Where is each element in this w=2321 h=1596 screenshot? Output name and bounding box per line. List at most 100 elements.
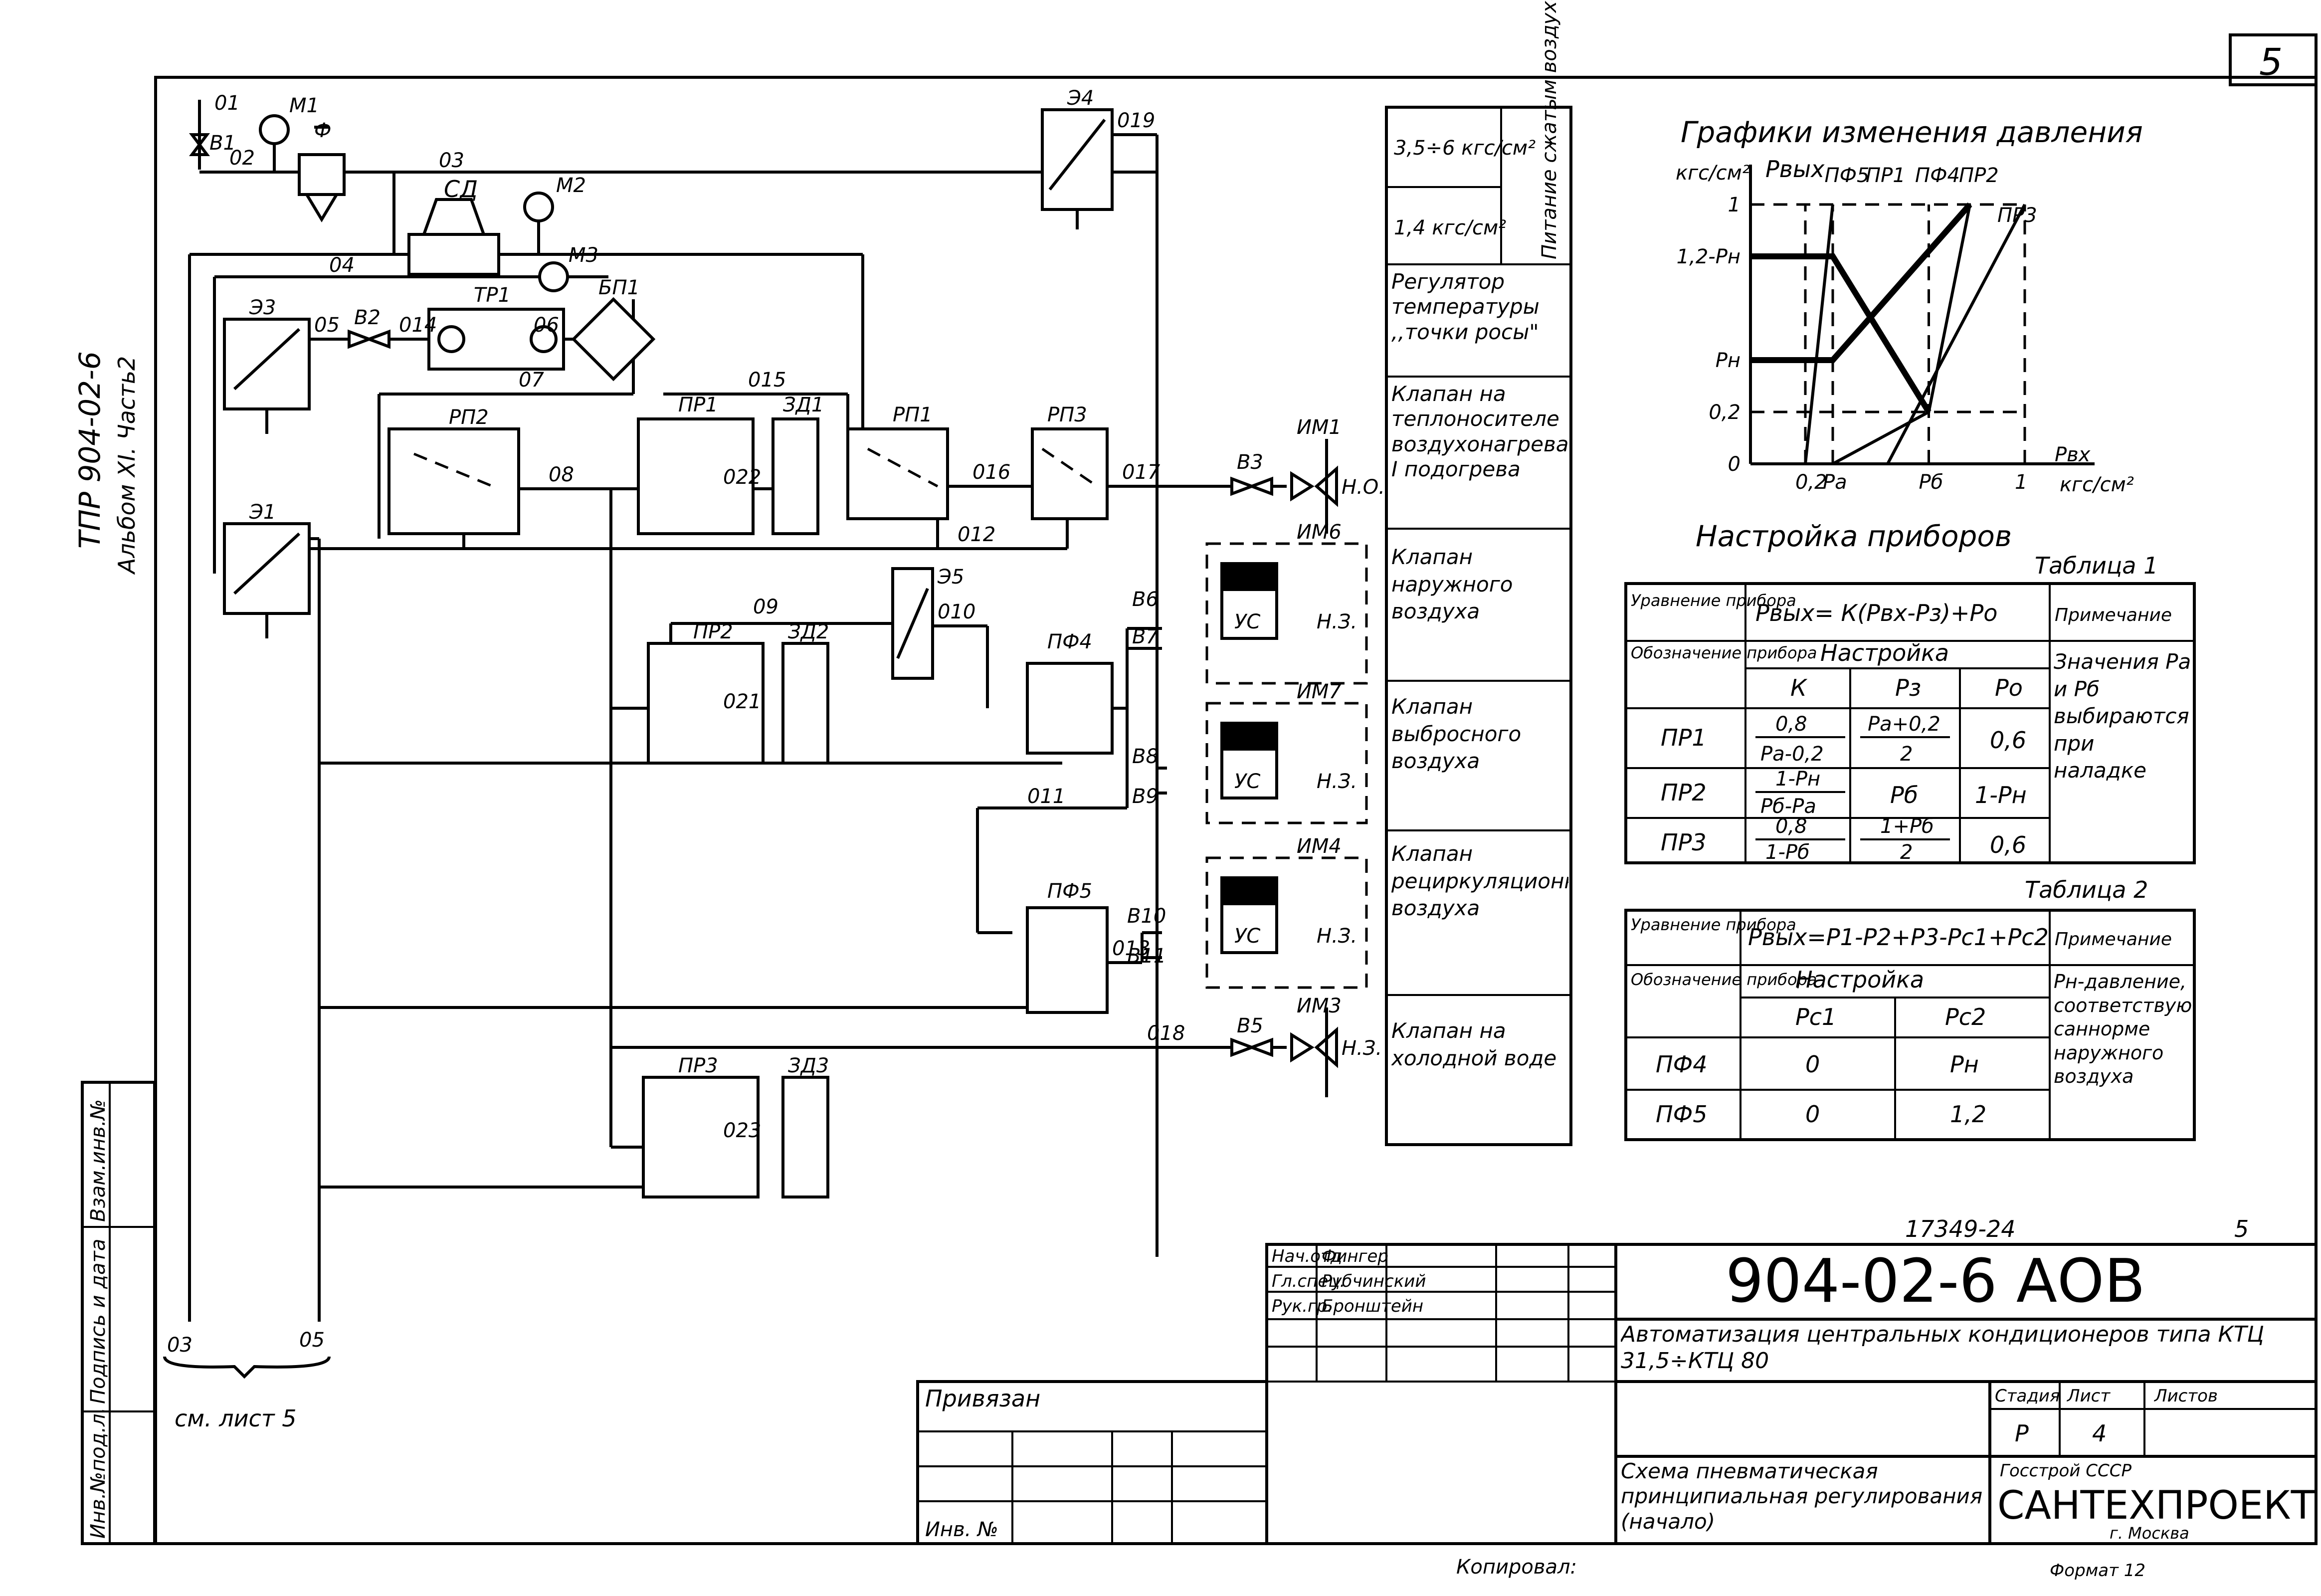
t1-row3-name: ПР3 [1661, 829, 1707, 856]
line-01-label: 01 [214, 92, 240, 115]
label-v3: В3 [1237, 451, 1263, 474]
setup-title: Настройка приборов [1696, 519, 2012, 553]
copied-label: Копировал: [1456, 1556, 1577, 1579]
label-im6: ИМ6 [1297, 521, 1342, 544]
t2-row2-name: ПФ5 [1656, 1101, 1707, 1128]
graph-series-2 [1750, 202, 1972, 363]
pressure-graph: Графики изменения давления кгс/см² Рвых … [1676, 115, 2143, 496]
t1-row1-name: ПР1 [1661, 724, 1707, 751]
drawing-title: Схема пневматическая принципиальная регу… [1621, 1459, 1983, 1534]
label-f: Ф [314, 119, 331, 142]
t2-note: Рн-давление, соответствующее саннорме на… [2054, 971, 2192, 1087]
t1-row3-k-den: 1-Рб [1765, 841, 1810, 864]
graph-x-tick-0: 0,2 [1795, 471, 1827, 494]
legend-column: 3,5÷6 кгс/см² 1,4 кгс/см² Питание сжатым… [1385, 0, 1572, 1146]
stage-label: Стадия [1995, 1386, 2060, 1406]
legend-pressure-high: 3,5÷6 кгс/см² [1394, 137, 1536, 160]
graph-series-3 [1832, 204, 1971, 465]
relay-pr1 [637, 417, 755, 535]
sheet-corner-number: 5 [2234, 1215, 2249, 1242]
project-title: Автоматизация центральных кондиционеров … [1621, 1322, 2264, 1374]
setter-zd1 [772, 417, 819, 535]
label-v6: В6 [1132, 588, 1159, 611]
line-019-label: 019 [1117, 109, 1155, 132]
see-sheet-note: см. лист 5 [175, 1405, 297, 1432]
graph-y-tick-3: 0,2 [1709, 401, 1741, 424]
legend-exhaust-valve: Клапан выбросного воздуха [1391, 694, 1522, 774]
gauge-m1 [259, 114, 290, 145]
pipelines [188, 100, 1287, 1322]
graph-y-tick-0: 1 [1728, 194, 1741, 216]
unit-bp1 [571, 297, 656, 382]
actuator-im3 [1290, 1032, 1315, 1063]
drawing-code: 904-02-6 АОВ [1726, 1247, 2145, 1316]
line-04-label: 04 [329, 254, 355, 277]
filter-f [298, 126, 346, 222]
t1-row2-po: 1-Рн [1975, 782, 2027, 808]
t1-row2-k-den: Рб-Ра [1760, 795, 1816, 818]
label-rp1: РП1 [893, 403, 933, 426]
t1-row1-po: 0,6 [1990, 727, 2026, 754]
labels: 01 02 03 04 05 06 07 08 09 010 011 012 0… [163, 87, 1385, 1432]
legend-dewpoint-regulator: Регулятор температуры ,,точки росы" [1391, 269, 1540, 344]
stamp-inv-label: Инв.№под.л. [87, 1407, 110, 1539]
t1-row2-name: ПР2 [1661, 779, 1707, 806]
sheets-label: Листов [2153, 1386, 2218, 1406]
bottom-ref-05: 05 [299, 1329, 325, 1352]
legend-cold-water-valve: Клапан на холодной воде [1391, 1018, 1557, 1070]
t2-row1-name: ПФ4 [1656, 1051, 1707, 1078]
name-1: Фингер [1322, 1246, 1388, 1266]
title-block: 17349-24 5 Нач.отд. Фингер Гл.спец. Рубч… [916, 1215, 2318, 1581]
graph-series-label-1: ПР1 [1866, 164, 1906, 187]
graph-x-unit: кгс/см² [2060, 473, 2134, 496]
graph-series-label-2: ПФ4 [1915, 164, 1960, 187]
label-zd2: ЗД2 [788, 620, 829, 643]
t1-equation: Рвых= К(Рвх-Рз)+Ро [1755, 599, 1997, 626]
graph-series-1 [1804, 204, 1834, 464]
sheet-number: 5 [2259, 41, 2283, 84]
graph-y-label: Рвых [1765, 156, 1825, 183]
sheet-number-box [2229, 33, 2318, 86]
bottom-ref-03: 03 [167, 1334, 193, 1357]
label-nz-3: Н.З. [1317, 925, 1357, 948]
label-nz-2: Н.З. [1317, 770, 1357, 793]
t2-row1-pc1: 0 [1805, 1051, 1820, 1078]
relay-pf5 [1026, 906, 1109, 1014]
relay-rp1 [846, 427, 949, 520]
line-05-label: 05 [314, 314, 340, 337]
bound-label: Привязан [925, 1385, 1040, 1412]
org-name: САНТЕХПРОЕКТ [1997, 1483, 2315, 1528]
label-bp1: БП1 [598, 276, 640, 299]
graph-y-tick-4: 0 [1728, 453, 1741, 476]
name-3: Бронштейн [1322, 1296, 1423, 1316]
left-stamp: Инв.№под.л. Подпись и дата Взам.инв.№ [81, 1081, 156, 1545]
line-022-label: 022 [723, 466, 761, 489]
label-pf4: ПФ4 [1047, 630, 1092, 653]
t1-row2-k-num: 1-Рн [1775, 768, 1820, 791]
label-nz-4: Н.З. [1342, 1037, 1382, 1060]
graph-y-unit: кгс/см² [1676, 162, 1750, 185]
label-rp3: РП3 [1047, 403, 1087, 426]
side-title-series: ТПР 904-02-6 [73, 351, 107, 549]
label-v1: В1 [209, 132, 236, 155]
graph-series-4 [1886, 203, 2026, 465]
legend-heater-valve: Клапан на теплоносителе воздухонагревате… [1391, 382, 1568, 482]
role-3: Рук.гр. [1272, 1296, 1333, 1316]
label-us-3: УС [1234, 925, 1260, 948]
line-012-label: 012 [958, 523, 995, 546]
graph-y-tick-1: 1,2-Рн [1677, 245, 1741, 268]
label-im3: ИМ3 [1297, 995, 1342, 1017]
legend-air-supply: Питание сжатым воздухом [1538, 0, 1561, 259]
setter-zd3 [781, 1076, 829, 1198]
line-021-label: 021 [723, 690, 761, 713]
t1-col-pz: Рз [1895, 674, 1921, 701]
setter-zd2 [781, 642, 829, 765]
t2-desig-label: Обозначение прибора [1631, 970, 1817, 989]
label-sd: СД [444, 176, 478, 202]
label-v10: В10 [1127, 905, 1166, 928]
t1-note: Значения Ра и Рб выбираются при наладке [2054, 649, 2191, 783]
valve-v2 [348, 329, 390, 349]
inv-label: Инв. № [925, 1518, 998, 1541]
stamp-replace-label: Взам.инв.№ [87, 1099, 110, 1222]
line-017-label: 017 [1122, 461, 1160, 484]
